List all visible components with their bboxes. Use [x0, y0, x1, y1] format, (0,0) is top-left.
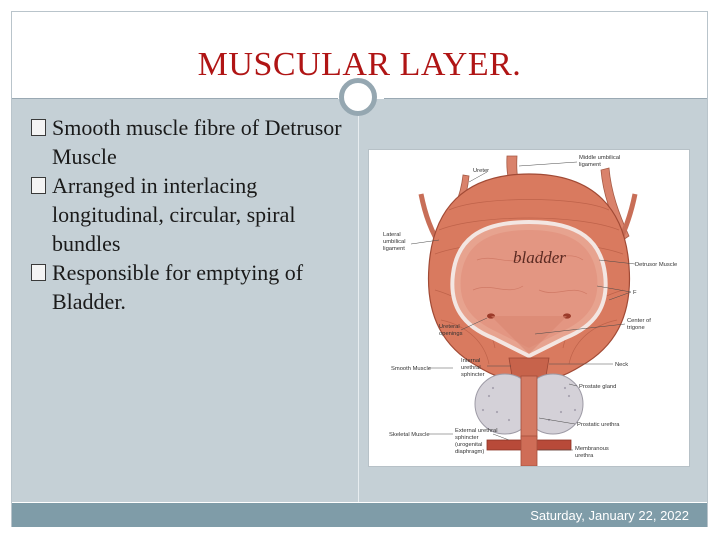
bladder-diagram: bladder Ureter Middle umbilical ligament… [368, 149, 690, 467]
label-detrusor: Detrusor Muscle [635, 262, 677, 268]
label-smooth-muscle: Smooth Muscle [391, 366, 431, 372]
label-center-trigone: Center of [627, 318, 651, 324]
footer-date: Saturday, January 22, 2022 [530, 508, 689, 523]
label-ureteral-openings: Ureteral [439, 324, 460, 330]
label-external-sphincter-3: (urogenital [455, 442, 482, 448]
ureter-right [600, 167, 630, 241]
bladder-illustration: bladder Ureter Middle umbilical ligament… [383, 155, 677, 466]
prostatic-urethra [520, 375, 538, 439]
bullet-text: Arranged in interlacing longitudinal, ci… [52, 173, 296, 256]
label-ureteral-openings-2: openings [439, 331, 463, 337]
bullet-text: Responsible for emptying of Bladder. [52, 260, 304, 314]
bullet-item: Smooth muscle fibre of Detrusor Muscle [22, 113, 352, 171]
label-external-sphincter: External urethral [455, 428, 498, 434]
bullet-box-icon [31, 177, 46, 194]
label-lateral-umbilical: Lateral [383, 232, 401, 238]
label-neck: Neck [615, 362, 628, 368]
label-middle-umbilical-2: ligament [579, 162, 601, 168]
label-external-sphincter-2: sphincter [455, 435, 479, 441]
label-external-sphincter-4: diaphragm) [455, 449, 484, 455]
ring-ornament-icon [339, 78, 377, 116]
bullet-item: Responsible for emptying of Bladder. [22, 258, 352, 316]
bullet-text: Smooth muscle fibre of Detrusor Muscle [52, 115, 342, 169]
column-divider [358, 99, 359, 502]
label-internal-sphincter: Internal [461, 358, 480, 364]
label-internal-sphincter-2: urethral [461, 365, 481, 371]
trigone [491, 316, 567, 354]
title-rule-left [12, 98, 338, 99]
mucosal-folds [472, 253, 588, 295]
label-lateral-umbilical-3: ligament [383, 246, 405, 252]
label-lateral-umbilical-2: umbilical [383, 239, 406, 245]
label-prostate: Prostate gland [579, 384, 616, 390]
leader-lines [410, 161, 636, 451]
bullet-list: Smooth muscle fibre of Detrusor Muscle A… [22, 113, 352, 316]
label-membranous-urethra: Membranous [575, 446, 609, 452]
bladder-center-label: bladder [513, 248, 566, 267]
prostate-texture [481, 386, 577, 422]
label-ureter: Ureter [473, 168, 489, 174]
label-prostatic-urethra: Prostatic urethra [577, 422, 620, 428]
label-internal-sphincter-3: sphincter [461, 372, 485, 378]
footer-bar: Saturday, January 22, 2022 [12, 503, 707, 527]
label-middle-umbilical: Middle umbilical [579, 155, 620, 161]
title-rule-right [384, 98, 707, 99]
membranous-urethra [520, 435, 538, 466]
slide-title: MUSCULAR LAYER. [197, 46, 522, 83]
label-f: F [633, 290, 637, 296]
label-center-trigone-2: trigone [627, 325, 645, 331]
bullet-item: Arranged in interlacing longitudinal, ci… [22, 171, 352, 258]
label-membranous-urethra-2: urethra [575, 453, 594, 459]
bullet-box-icon [31, 264, 46, 281]
label-skeletal-muscle: Skeletal Muscle [389, 432, 430, 438]
bullet-box-icon [31, 119, 46, 136]
